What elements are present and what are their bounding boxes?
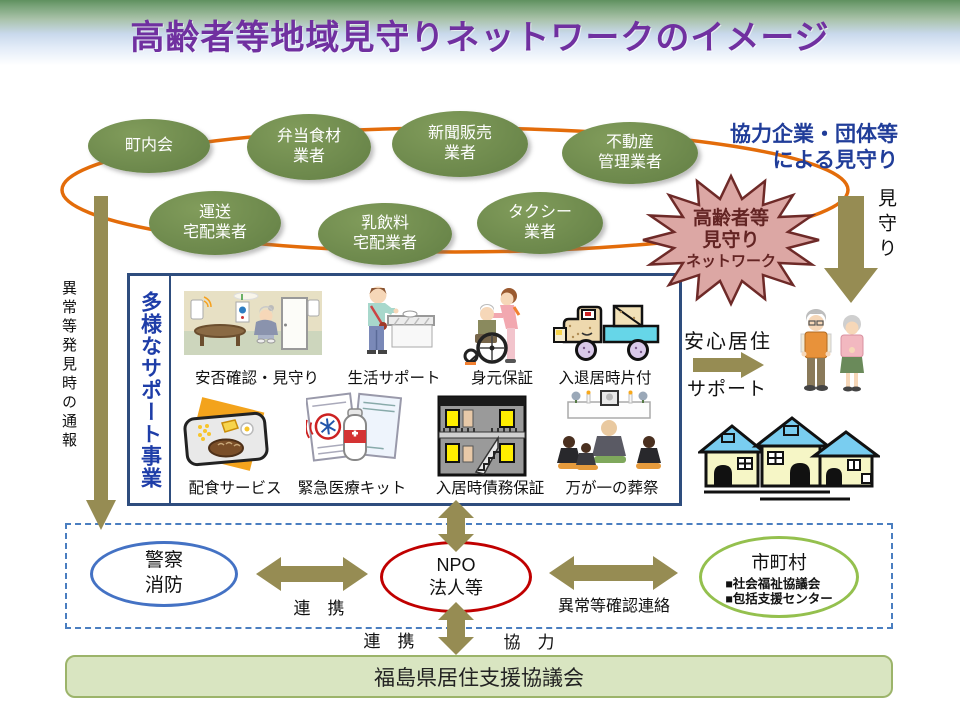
debt-guarantee-illustration: [437, 395, 527, 477]
service-label-funeral: 万が一の葬祭: [565, 480, 659, 497]
residence-label-line1: 安心居住: [684, 331, 772, 353]
starburst-label: 高齢者等 見守り ネットワーク: [649, 208, 813, 271]
service-label-debt: 入居時債務保証: [435, 480, 545, 497]
abnormality-report-note: 異常等発見時の通報: [60, 280, 77, 451]
partner-unso: 運送 宅配業者: [149, 191, 281, 255]
partner-taxi: タクシー 業者: [477, 192, 603, 254]
service-label-life: 生活サポート: [347, 370, 441, 387]
footer-coop-label: 協 力: [503, 633, 555, 652]
municipality-label: 市町村: [751, 552, 807, 573]
header-banner: 高齢者等地域見守りネットワークのイメージ: [0, 0, 960, 68]
council-label: 福島県居住支援協議会: [374, 666, 584, 690]
life-support-illustration: [367, 286, 435, 354]
coop-companies-note: 協力企業・団体等 による見守り: [730, 123, 898, 173]
police-fire-ellipse: 警察 消防: [90, 541, 238, 607]
support-box-title: 多様なサポート事業: [130, 276, 171, 503]
watch-label: 見守り: [875, 188, 896, 263]
starburst-line2: 見守り: [702, 230, 760, 251]
partner-chonaikai: 町内会: [88, 119, 210, 173]
funeral-illustration: [557, 390, 661, 470]
municipality-bullets: ■社会福祉協議会 ■包括支援センター: [725, 577, 833, 606]
service-label-kit: 緊急医療キット: [297, 480, 407, 497]
service-label-moveout: 入退居時片付: [558, 370, 652, 387]
moving-truck-illustration: [553, 304, 660, 361]
service-label-meal: 配食サービス: [188, 480, 282, 497]
municipality-ellipse: 市町村 ■社会福祉協議会 ■包括支援センター: [699, 536, 859, 618]
page-title: 高齢者等地域見守りネットワークのイメージ: [130, 18, 830, 57]
partner-shinbun: 新聞販売 業者: [392, 111, 528, 177]
housing-illustration: [698, 416, 880, 501]
confirm-report-label: 異常等確認連絡: [557, 598, 670, 615]
emergency-kit-illustration: [306, 392, 402, 462]
footer-link-label: 連 携: [363, 632, 415, 651]
partner-nyuinryo: 乳飲料 宅配業者: [318, 203, 452, 265]
council-bar: 福島県居住支援協議会: [65, 655, 893, 698]
safety-check-illustration: [184, 291, 322, 355]
elderly-couple-illustration: [800, 309, 864, 392]
meal-delivery-illustration: [183, 397, 269, 471]
service-label-safety: 安否確認・見守り: [194, 370, 319, 387]
partner-bento: 弁当食材 業者: [247, 114, 371, 180]
npo-ellipse: NPO 法人等: [380, 541, 532, 613]
partner-fudosan: 不動産 管理業者: [562, 122, 698, 184]
report-down-arrow-icon: [86, 196, 116, 530]
residence-label-line2: サポート: [687, 379, 768, 400]
watch-down-arrow-icon: [824, 196, 878, 303]
link-label-police-npo: 連 携: [293, 599, 345, 618]
starburst-line3: ネットワーク: [685, 253, 776, 270]
service-label-guarantor: 身元保証: [470, 370, 533, 387]
starburst-line1: 高齢者等: [692, 208, 769, 229]
guarantor-illustration: [463, 288, 521, 365]
coordination-box: [65, 523, 893, 629]
